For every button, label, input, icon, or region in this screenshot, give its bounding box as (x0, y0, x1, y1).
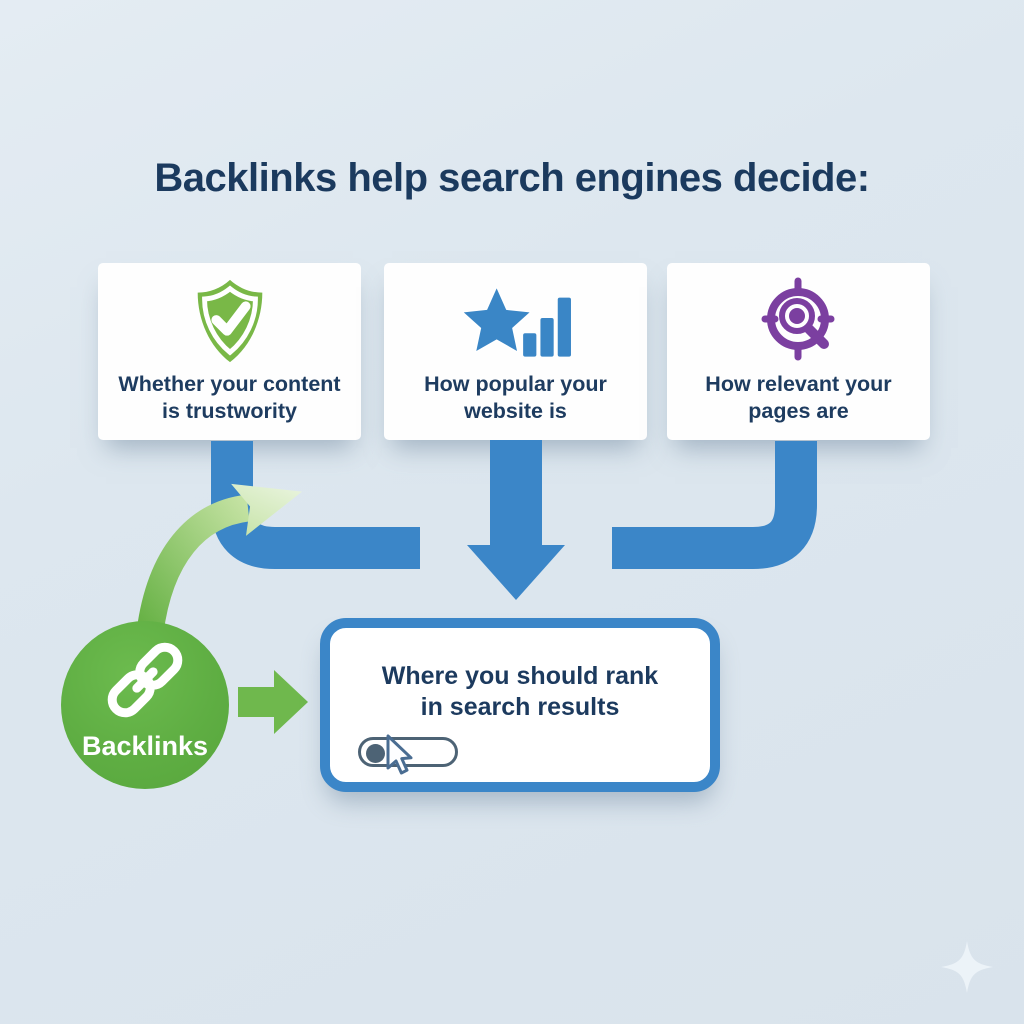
right-elbow-connector (612, 441, 817, 569)
sparkle-icon (941, 941, 993, 993)
star-bar-chart-icon (460, 271, 572, 371)
mouse-cursor-icon (386, 734, 413, 775)
curved-green-arrowhead (231, 483, 302, 536)
down-arrow (467, 440, 565, 600)
green-right-arrow (238, 670, 308, 734)
card-label-line1: How relevant your (705, 372, 892, 396)
card-label: How popular your website is (424, 371, 607, 425)
card-popularity: How popular your website is (384, 263, 647, 440)
target-magnifier-icon (751, 271, 847, 371)
card-label: How relevant your pages are (705, 371, 891, 425)
toggle-knob (366, 744, 385, 763)
result-box: Where you should rank in search results (320, 618, 720, 792)
card-label-line2: is trustwority (161, 399, 297, 423)
card-label: Whether your content is trustwority (118, 371, 340, 425)
card-label-line1: Whether your content (118, 372, 341, 396)
chain-link-icon (107, 642, 183, 718)
card-label-line2: website is (464, 399, 567, 423)
shield-check-icon (184, 271, 276, 371)
card-label-line1: How popular your (424, 372, 607, 396)
result-text: Where you should rank in search results (330, 661, 710, 723)
left-elbow-connector (211, 441, 420, 569)
result-text-line1: Where you should rank (381, 662, 659, 690)
backlinks-badge: Backlinks (61, 621, 229, 789)
search-toggle (358, 737, 458, 767)
card-label-line2: pages are (748, 399, 849, 423)
curved-green-arrow (136, 494, 251, 634)
result-text-line2: in search results (420, 693, 620, 721)
card-relevance: How relevant your pages are (667, 263, 930, 440)
backlinks-label: Backlinks (81, 731, 209, 761)
card-trustworthy: Whether your content is trustwority (98, 263, 361, 440)
page-title: Backlinks help search engines decide: (154, 156, 870, 200)
